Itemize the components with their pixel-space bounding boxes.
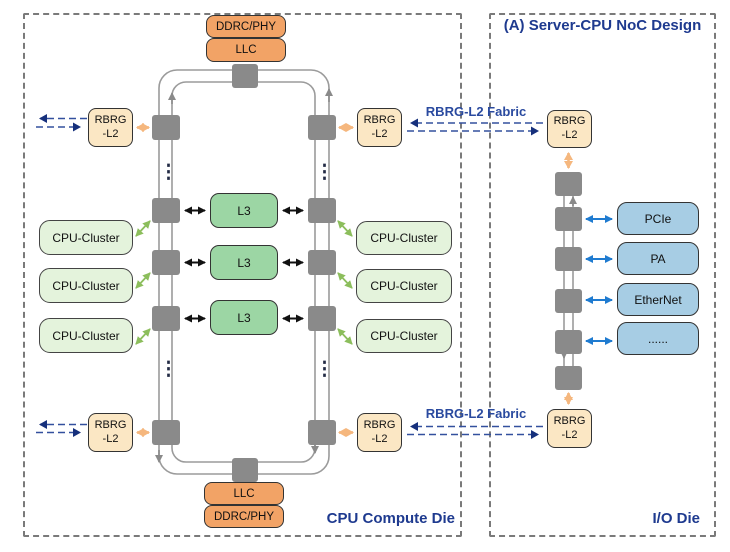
rbrg-label: RBRG bbox=[553, 115, 586, 128]
ddrc-phy-top-box: DDRC/PHY bbox=[206, 15, 286, 38]
rbrg-label: RBRG bbox=[94, 113, 127, 126]
io-router-4 bbox=[555, 289, 582, 313]
rbrg-l2-top-right: RBRG -L2 bbox=[357, 108, 402, 147]
router-ring-top bbox=[232, 64, 258, 88]
io-die-boundary bbox=[489, 13, 716, 537]
compute-die-boundary bbox=[23, 13, 462, 537]
rbrg-label: RBRG bbox=[94, 418, 127, 431]
bridge-arrows bbox=[136, 123, 573, 437]
io-die-label: I/O Die bbox=[652, 510, 700, 527]
router-right-row1 bbox=[308, 198, 336, 223]
rbrg-label: RBRG bbox=[363, 418, 396, 431]
llc-bottom-box: LLC bbox=[204, 482, 284, 505]
peripheral-pa: PA bbox=[617, 242, 699, 275]
external-dashed-arrows bbox=[36, 114, 87, 437]
ddrc-phy-bottom-box: DDRC/PHY bbox=[204, 505, 284, 528]
cpu-cluster-right-2: CPU-Cluster bbox=[356, 269, 452, 303]
io-router-6 bbox=[555, 366, 582, 390]
rbrg-l2-io-bottom: RBRG -L2 bbox=[547, 409, 592, 448]
router-left-row1 bbox=[152, 198, 180, 223]
router-left-row2 bbox=[152, 250, 180, 275]
cpu-cluster-right-3: CPU-Cluster bbox=[356, 319, 452, 353]
rbrg-l2-io-top: RBRG -L2 bbox=[547, 110, 592, 148]
cpu-cluster-left-3: CPU-Cluster bbox=[39, 318, 133, 353]
rbrg-label: -L2 bbox=[102, 432, 119, 445]
fabric-dashed-arrows bbox=[407, 118, 543, 439]
router-ring-bottom bbox=[232, 458, 258, 482]
router-left-bridge-top bbox=[152, 115, 180, 140]
router-left-row3 bbox=[152, 306, 180, 331]
io-router-3 bbox=[555, 247, 582, 271]
peripheral-more: ...... bbox=[617, 322, 699, 355]
router-right-bridge-top bbox=[308, 115, 336, 140]
cpu-cluster-left-2: CPU-Cluster bbox=[39, 268, 133, 303]
cpu-cluster-left-1: CPU-Cluster bbox=[39, 220, 133, 255]
peripheral-pcie: PCIe bbox=[617, 202, 699, 235]
l3-box-3: L3 bbox=[210, 300, 278, 335]
rbrg-label: -L2 bbox=[102, 127, 119, 140]
rbrg-label: RBRG bbox=[363, 113, 396, 126]
router-left-bridge-bottom bbox=[152, 420, 180, 445]
peripheral-ethernet: EtherNet bbox=[617, 283, 699, 316]
rbrg-label: RBRG bbox=[553, 414, 586, 427]
io-router-5 bbox=[555, 330, 582, 354]
rbrg-label: -L2 bbox=[561, 129, 578, 141]
design-title: (A) Server-CPU NoC Design bbox=[503, 17, 702, 34]
l3-box-1: L3 bbox=[210, 193, 278, 228]
l3-box-2: L3 bbox=[210, 245, 278, 280]
cluster-arrows bbox=[135, 220, 353, 345]
router-right-row3 bbox=[308, 306, 336, 331]
compute-die-label: CPU Compute Die bbox=[326, 510, 455, 527]
ellipsis-vertical: ⋮ bbox=[159, 162, 178, 183]
io-router-2 bbox=[555, 207, 582, 231]
cpu-cluster-right-1: CPU-Cluster bbox=[356, 221, 452, 255]
router-right-bridge-bottom bbox=[308, 420, 336, 445]
rbrg-l2-bottom-left: RBRG -L2 bbox=[88, 413, 133, 452]
rbrg-label: -L2 bbox=[371, 127, 388, 140]
peripheral-arrows bbox=[585, 215, 613, 345]
fabric-label-bottom: RBRG-L2 Fabric bbox=[425, 406, 527, 421]
rbrg-l2-top-left: RBRG -L2 bbox=[88, 108, 133, 147]
io-router-1 bbox=[555, 172, 582, 196]
router-right-row2 bbox=[308, 250, 336, 275]
llc-top-box: LLC bbox=[206, 38, 286, 62]
fabric-label-top: RBRG-L2 Fabric bbox=[425, 104, 527, 119]
ellipsis-vertical: ⋮ bbox=[159, 359, 178, 380]
ellipsis-vertical: ⋮ bbox=[315, 162, 334, 183]
l3-arrows bbox=[184, 206, 304, 323]
rbrg-label: -L2 bbox=[561, 428, 578, 441]
ellipsis-vertical: ⋮ bbox=[315, 359, 334, 380]
rbrg-l2-bottom-right: RBRG -L2 bbox=[357, 413, 402, 452]
rbrg-label: -L2 bbox=[371, 432, 388, 445]
